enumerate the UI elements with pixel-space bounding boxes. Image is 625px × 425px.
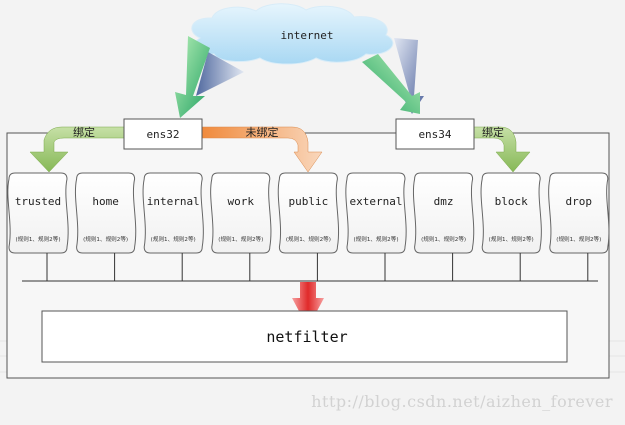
zone-box [345, 172, 407, 254]
netfilter-label: netfilter [266, 328, 347, 346]
zone-name: external [350, 195, 403, 208]
zone-box [480, 172, 542, 254]
ingress-arrow-left [175, 36, 244, 118]
zone-home: home (规则1、规则2等) [74, 172, 137, 281]
bind-arrow-ens32-public: 未绑定 [201, 125, 323, 173]
zone-name: dmz [434, 195, 454, 208]
zone-rules: (规则1、规则2等) [218, 235, 263, 243]
watermark: http://blog.csdn.net/aizhen_forever [311, 392, 613, 411]
bind-arrow-ens34-block: 绑定 [473, 125, 531, 173]
bind-label-trusted: 绑定 [73, 125, 95, 139]
interface-ens34-label: ens34 [418, 128, 451, 141]
zone-box [142, 172, 204, 254]
zone-external: external (规则1、规则2等) [345, 172, 407, 281]
zone-rules: (规则1、规则2等) [489, 235, 534, 243]
zone-drop: drop (规则1、规则2等) [548, 172, 610, 281]
internet-label: internet [281, 29, 334, 42]
netfilter-box: netfilter [41, 310, 568, 363]
zones: trusted (规则1、规则2等) home (规则1、规则2等) internal (… [7, 172, 610, 281]
zone-rules: (规则1、规则2等) [353, 235, 398, 243]
interface-ens32: ens32 [123, 118, 203, 150]
zone-name: block [495, 195, 528, 208]
zone-rules: (规则1、规则2等) [83, 235, 128, 243]
netfilter-arrow [292, 282, 324, 328]
zone-rules: (规则1、规则2等) [556, 235, 601, 243]
zone-name: trusted [15, 195, 61, 208]
zone-name: home [92, 195, 119, 208]
interface-ens32-label: ens32 [146, 128, 179, 141]
zone-block: block (规则1、规则2等) [480, 172, 542, 281]
zone-work: work (规则1、规则2等) [210, 172, 272, 281]
zone-box [74, 172, 137, 254]
zone-box [210, 172, 272, 254]
zone-name: public [289, 195, 329, 208]
ingress-arrow-right [362, 38, 424, 114]
zone-box [548, 172, 610, 254]
zone-rules: (规则1、规则2等) [421, 235, 466, 243]
zone-name: internal [147, 195, 200, 208]
internet-cloud: internet [191, 3, 394, 65]
zone-name: work [228, 195, 255, 208]
bind-label-block: 绑定 [482, 125, 504, 139]
interface-ens34: ens34 [395, 118, 475, 150]
unbind-label-public: 未绑定 [246, 125, 279, 139]
zone-name: drop [566, 195, 593, 208]
zone-public: public (规则1、规则2等) [277, 172, 340, 281]
zone-rules: (规则1、规则2等) [286, 235, 331, 243]
zone-dmz: dmz (规则1、规则2等) [412, 172, 475, 281]
zone-rules: (规则1、规则2等) [151, 235, 196, 243]
zone-rules: (规则1、规则2等) [15, 235, 60, 243]
zone-box [277, 172, 340, 254]
zone-trusted: trusted (规则1、规则2等) [7, 172, 69, 281]
zone-box [7, 172, 69, 254]
zone-internal: internal (规则1、规则2等) [142, 172, 204, 281]
zone-box [412, 172, 475, 254]
bind-arrow-ens32-trusted: 绑定 [29, 125, 125, 173]
